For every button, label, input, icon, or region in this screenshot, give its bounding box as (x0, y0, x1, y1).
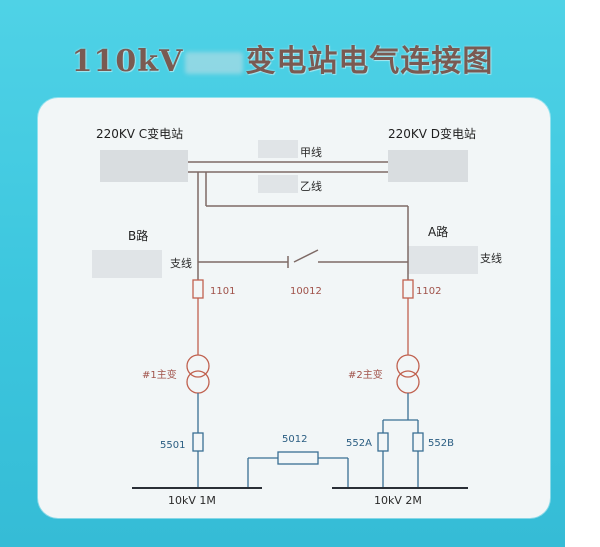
transformer-1-lv (186, 370, 210, 394)
line-label-yi: 乙线 (300, 179, 322, 193)
transformer-label-1: #1主变 (142, 368, 177, 381)
branch-label-left: 支线 (170, 256, 192, 270)
label-5501: 5501 (160, 440, 185, 451)
station-box-c (100, 150, 188, 182)
bus-label-2m: 10kV 2M (374, 494, 422, 507)
label-10012: 10012 (290, 286, 322, 297)
title-prefix: 110kV (71, 44, 184, 79)
tie-blade (293, 249, 319, 263)
lv-side (192, 393, 424, 488)
diagram-title: 110kV 变电站电气连接图 (0, 36, 565, 80)
station-label-d: 220KV D变电站 (388, 126, 476, 141)
margin-strip (565, 0, 600, 547)
breaker-552a (377, 432, 389, 452)
label-5012: 5012 (282, 434, 307, 445)
branch-label-right: 支线 (480, 251, 502, 265)
redacted-branch-left (92, 250, 162, 278)
transformer-2-lv (396, 370, 420, 394)
breaker-1102 (402, 279, 414, 299)
redacted-line-name-yi (258, 175, 298, 193)
breaker-5012 (277, 451, 319, 465)
poster-background: 110kV 变电站电气连接图 (0, 0, 565, 547)
station-label-c: 220KV C变电站 (96, 126, 183, 141)
route-label-a: A路 (428, 224, 448, 239)
breaker-552b (412, 432, 424, 452)
label-552b: 552B (428, 438, 454, 449)
label-552a: 552A (346, 438, 372, 449)
station-box-d (388, 150, 468, 182)
label-1102: 1102 (416, 286, 441, 297)
bus-label-1m: 10kV 1M (168, 494, 216, 507)
redacted-name-block (185, 52, 244, 74)
wiring-diagram: 220KV C变电站 220KV D变电站 甲线 乙线 B路 A路 支线 支线 … (92, 126, 502, 507)
label-1101: 1101 (210, 286, 235, 297)
redacted-line-name-jia (258, 140, 298, 158)
transformer-2-hv (396, 354, 420, 378)
title-suffix: 变电站电气连接图 (245, 44, 494, 79)
line-label-jia: 甲线 (300, 145, 322, 159)
breaker-5501 (192, 432, 204, 452)
transformer-1-hv (186, 354, 210, 378)
redacted-branch-right (408, 246, 478, 274)
transformer-label-2: #2主变 (348, 368, 383, 381)
breaker-1101 (192, 279, 204, 299)
hv-lines (188, 161, 409, 280)
route-label-b: B路 (128, 228, 148, 243)
